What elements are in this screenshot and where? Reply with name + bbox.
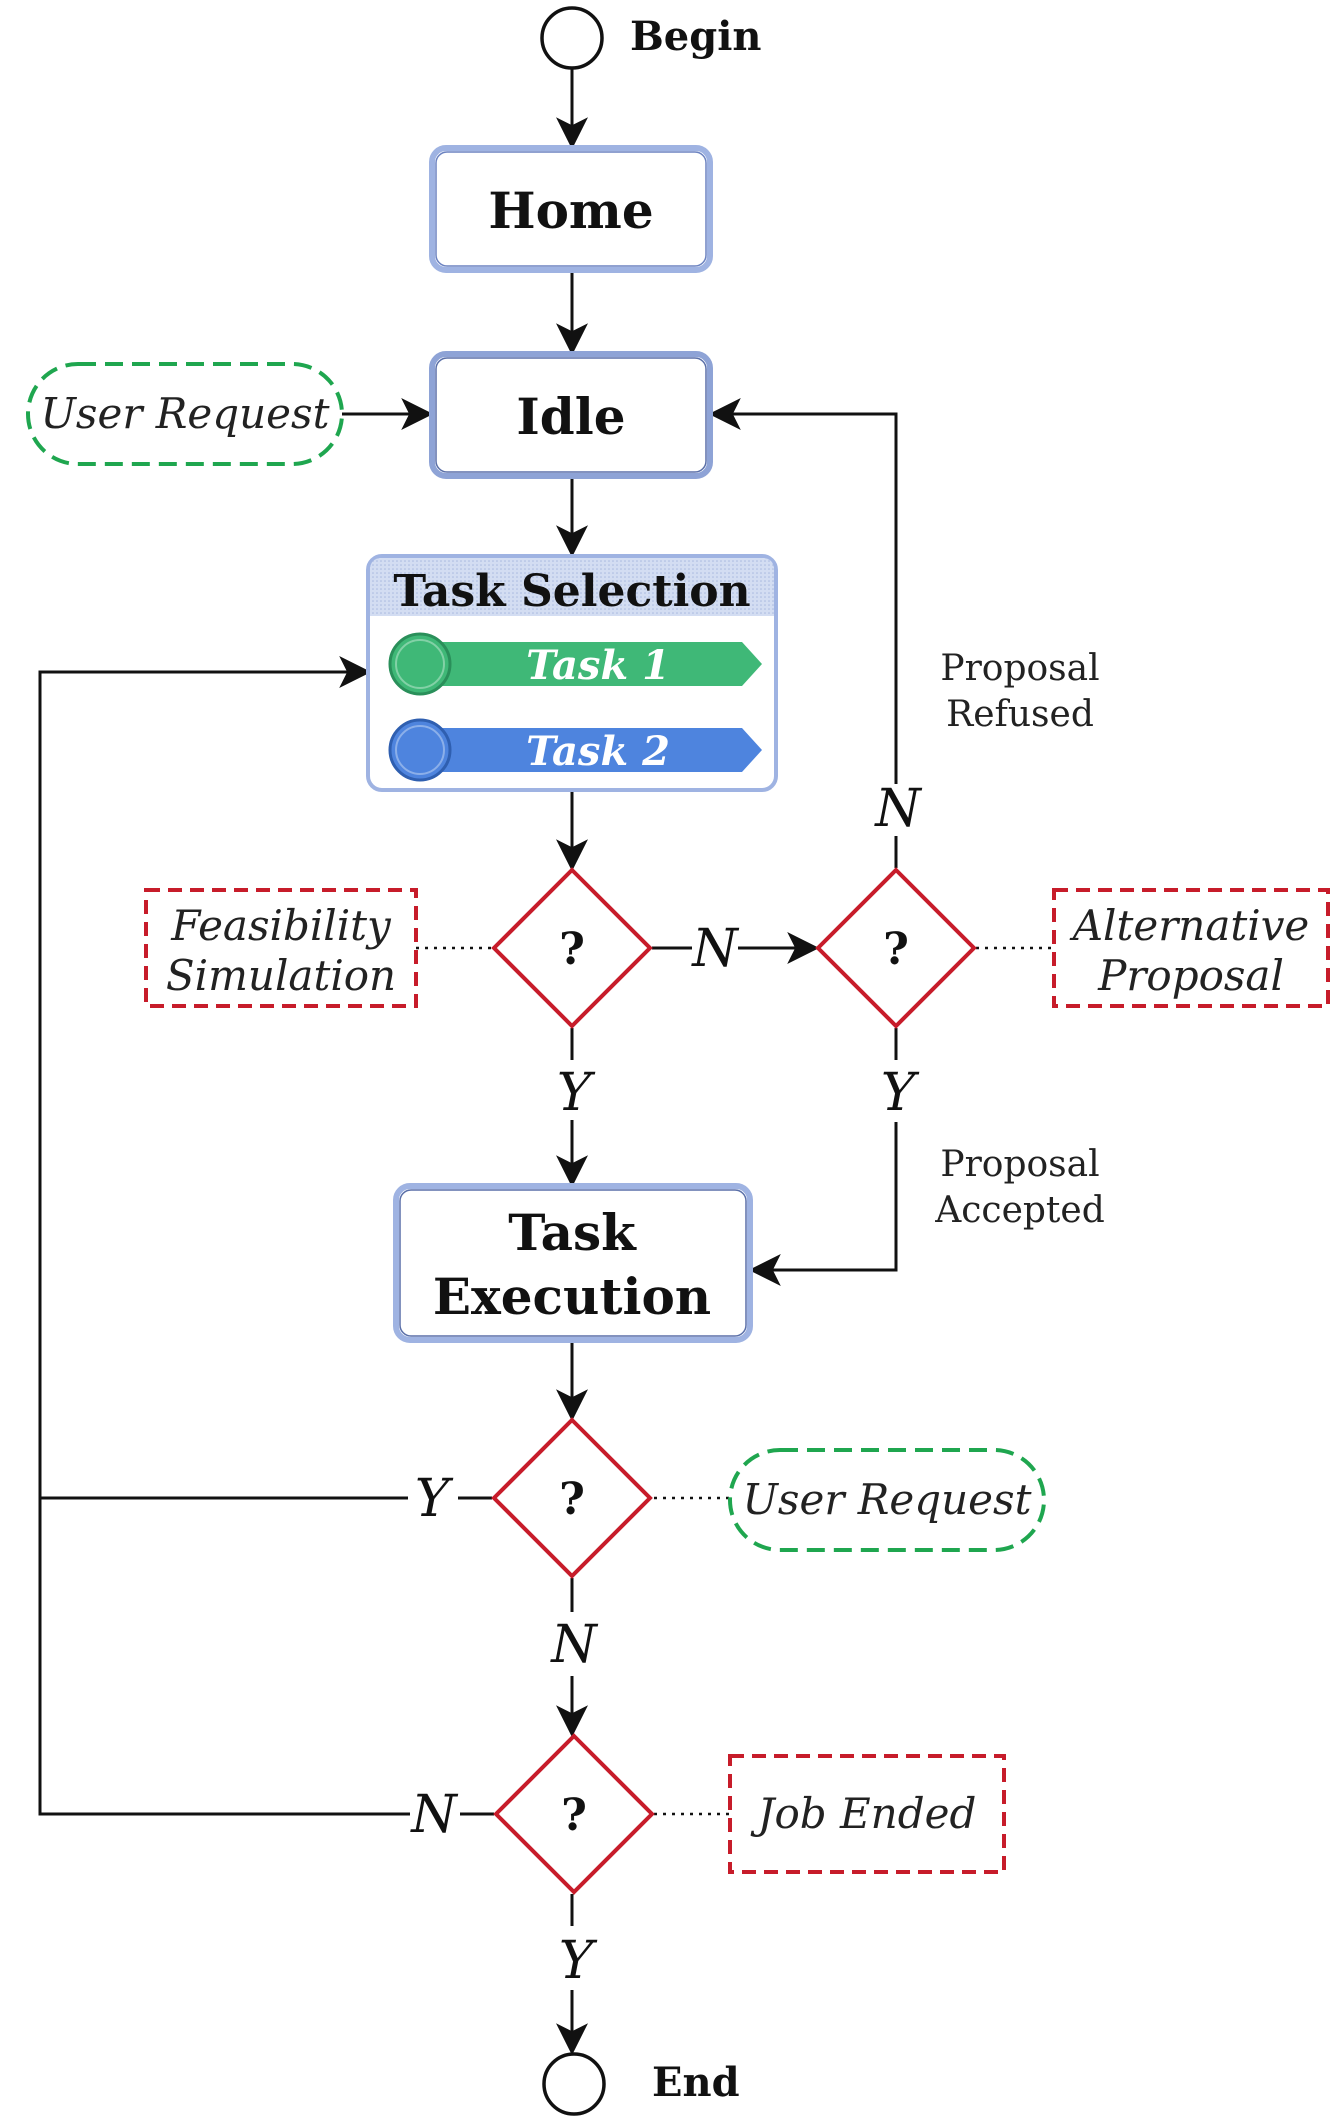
job-ended-box — [728, 1754, 1006, 1874]
task-selection-panel: Task Selection Task 1 Task 2 — [366, 554, 778, 792]
alternative-label-1: Alternative — [1069, 901, 1310, 950]
user-request-top-box — [26, 362, 344, 466]
annotation-accepted: Proposal Accepted — [934, 1144, 1105, 1231]
d3-no-label: N — [549, 1615, 598, 1675]
connectors — [38, 68, 1054, 2056]
user-request-bottom-label: User Request — [743, 1475, 1032, 1524]
idle-state: Idle — [429, 351, 713, 479]
d2-no-label: N — [873, 779, 922, 839]
edge-d2-idle — [708, 398, 898, 784]
edge-d2-execution — [748, 1122, 898, 1286]
task-execution-label-2: Execution — [433, 1267, 711, 1326]
decision-3-symbol: ? — [559, 1474, 585, 1525]
job-ended-label: Job Ended — [750, 1789, 977, 1838]
task-selection-label: Task Selection — [393, 566, 750, 617]
task-2-ring-icon — [395, 725, 445, 775]
task-execution-box-inner — [399, 1189, 747, 1337]
begin-label: Begin — [630, 13, 762, 60]
task-execution-state: Task Execution — [393, 1183, 753, 1343]
home-state: Home — [429, 145, 713, 273]
alternative-proposal: Alternative Proposal — [1052, 888, 1330, 1008]
annotation-refused: Proposal Refused — [940, 648, 1099, 735]
end-circle-icon — [542, 2052, 606, 2116]
task-execution-box — [393, 1183, 753, 1343]
d3-yes-label: Y — [415, 1469, 454, 1529]
task-2-label: Task 2 — [526, 728, 670, 775]
task-2-circle-icon — [388, 718, 452, 782]
end-label: End — [652, 2059, 740, 2106]
user-request-bottom: User Request — [728, 1448, 1046, 1552]
task-1-circle-icon — [388, 632, 452, 696]
task-1-label: Task 1 — [526, 642, 670, 689]
end-terminal: End — [542, 2052, 740, 2116]
task-1-ring-icon — [395, 639, 445, 689]
home-box-inner — [435, 151, 707, 267]
refused-label-2: Refused — [946, 694, 1094, 735]
begin-terminal: Begin — [540, 6, 762, 70]
feasibility-label-2: Simulation — [166, 951, 396, 1000]
idle-label: Idle — [516, 387, 625, 446]
decision-1-diamond — [491, 867, 653, 1029]
decision-3-diamond — [491, 1417, 653, 1579]
d1-yes-label: Y — [557, 1063, 596, 1123]
d4-no-label: N — [409, 1785, 458, 1845]
feasibility-label-1: Feasibility — [170, 901, 392, 950]
accepted-label-1: Proposal — [940, 1144, 1099, 1185]
decision-feasibility: ? — [491, 867, 653, 1029]
user-request-top-label: User Request — [41, 389, 330, 438]
decision-1-symbol: ? — [559, 924, 585, 975]
decision-2-symbol: ? — [883, 924, 909, 975]
accepted-label-2: Accepted — [934, 1190, 1105, 1231]
feasibility-simulation: Feasibility Simulation — [144, 888, 418, 1008]
job-ended: Job Ended — [728, 1754, 1006, 1874]
idle-box — [429, 351, 713, 479]
alternative-box — [1052, 888, 1330, 1008]
user-request-top: User Request — [26, 362, 344, 466]
task-execution-label-1: Task — [508, 1203, 637, 1262]
d1-no-label: N — [690, 919, 739, 979]
home-box — [429, 145, 713, 273]
d4-yes-label: Y — [559, 1931, 598, 1991]
feasibility-box — [144, 888, 418, 1008]
refused-label-1: Proposal — [940, 648, 1099, 689]
branch-labels: N N Y Y Y N N Y — [409, 779, 922, 1991]
edge-d4-loop — [38, 1498, 410, 1816]
user-request-bottom-box — [728, 1448, 1046, 1552]
task-1-item[interactable]: Task 1 — [388, 632, 762, 696]
decision-4-symbol: ? — [561, 1790, 587, 1841]
decision-alternative: ? — [815, 867, 977, 1029]
idle-box-inner — [435, 357, 707, 473]
task-2-item[interactable]: Task 2 — [388, 718, 762, 782]
alternative-label-2: Proposal — [1097, 951, 1284, 1000]
decision-user-request: ? — [491, 1417, 653, 1579]
task-2-bar — [420, 728, 762, 772]
decision-4-diamond — [493, 1733, 655, 1895]
task-1-bar — [420, 642, 762, 686]
begin-circle-icon — [540, 6, 604, 70]
home-label: Home — [488, 181, 653, 240]
task-selection-header — [370, 558, 774, 616]
decision-job-ended: ? — [493, 1733, 655, 1895]
decision-2-diamond — [815, 867, 977, 1029]
edge-d3-selection — [38, 656, 408, 1500]
d2-yes-label: Y — [881, 1063, 920, 1123]
